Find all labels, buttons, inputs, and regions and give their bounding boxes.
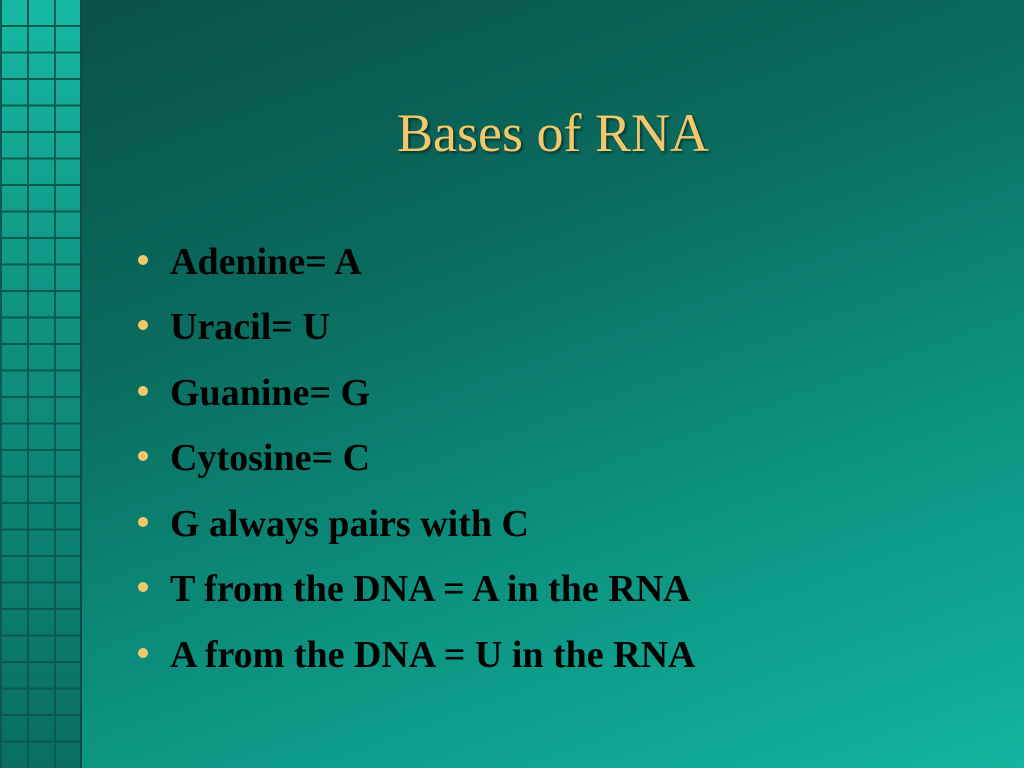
- bullet-text: G always pairs with C: [170, 502, 529, 545]
- bullet-item: G always pairs with C: [138, 491, 998, 557]
- bullet-text: Uracil= U: [170, 306, 330, 349]
- bullet-icon: [138, 582, 148, 593]
- bullet-item: T from the DNA = A in the RNA: [138, 557, 998, 623]
- strip-divider: [80, 0, 82, 768]
- bullet-item: Adenine= A: [138, 229, 998, 295]
- decorative-grid-strip: [0, 0, 82, 768]
- bullet-text: A from the DNA = U in the RNA: [170, 633, 696, 676]
- bullet-text: Cytosine= C: [170, 437, 371, 480]
- bullet-icon: [138, 320, 148, 331]
- bullet-list: Adenine= A Uracil= U Guanine= G Cytosine…: [138, 229, 998, 688]
- bullet-icon: [138, 254, 148, 265]
- bullet-text: Adenine= A: [170, 240, 362, 283]
- bullet-item: A from the DNA = U in the RNA: [138, 622, 998, 688]
- slide-title: Bases of RNA: [397, 103, 709, 163]
- bullet-text: T from the DNA = A in the RNA: [170, 568, 691, 611]
- grid-pattern: [0, 0, 82, 768]
- bullet-item: Guanine= G: [138, 360, 998, 426]
- bullet-icon: [138, 451, 148, 462]
- bullet-item: Cytosine= C: [138, 426, 998, 492]
- bullet-text: Guanine= G: [170, 371, 371, 414]
- bullet-item: Uracil= U: [138, 295, 998, 361]
- bullet-icon: [138, 647, 148, 658]
- bullet-icon: [138, 385, 148, 396]
- bullet-icon: [138, 516, 148, 527]
